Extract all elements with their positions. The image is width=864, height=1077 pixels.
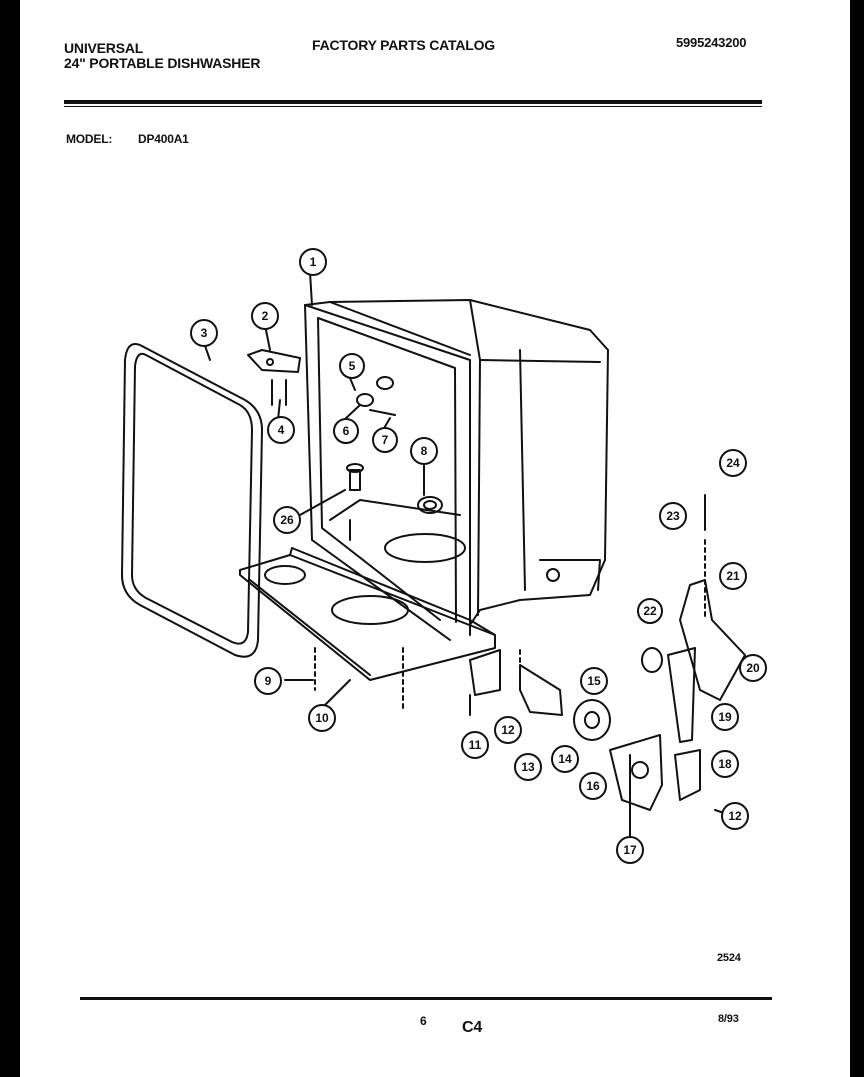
callout-7: 7 — [382, 433, 389, 447]
catalog-title: FACTORY PARTS CATALOG — [312, 37, 495, 53]
footer-rule — [80, 997, 772, 1000]
callout-18: 18 — [718, 757, 732, 771]
callout-23: 23 — [666, 509, 680, 523]
callout-12b: 12 — [728, 809, 742, 823]
callout-3: 3 — [201, 326, 208, 340]
callout-16: 16 — [586, 779, 600, 793]
drawing-number: 2524 — [717, 952, 741, 964]
page-number: 6 — [420, 1014, 427, 1028]
catalog-date: 8/93 — [718, 1013, 739, 1025]
callout-1: 1 — [310, 255, 317, 269]
catalog-number: 5995243200 — [676, 35, 747, 50]
catalog-page — [20, 0, 850, 1077]
callout-2: 2 — [262, 309, 269, 323]
callout-5: 5 — [349, 359, 356, 373]
callout-15: 15 — [587, 674, 601, 688]
callout-10: 10 — [315, 711, 329, 725]
callout-13: 13 — [521, 760, 535, 774]
model-number: DP400A1 — [138, 132, 189, 146]
callout-17: 17 — [623, 843, 637, 857]
header-rule — [64, 100, 762, 104]
callout-9: 9 — [265, 674, 272, 688]
callout-11: 11 — [469, 738, 482, 752]
callout-22: 22 — [643, 604, 657, 618]
brand-name: UNIVERSAL — [64, 40, 144, 56]
callout-4: 4 — [278, 423, 285, 437]
callout-8: 8 — [421, 444, 428, 458]
product-name: 24" PORTABLE DISHWASHER — [64, 55, 261, 71]
callout-24: 24 — [726, 456, 740, 470]
header-rule-thin — [64, 106, 762, 107]
callout-21: 21 — [726, 569, 740, 583]
callout-12: 12 — [501, 723, 515, 737]
callout-19: 19 — [718, 710, 732, 724]
callout-26: 26 — [280, 513, 294, 527]
page-code: C4 — [462, 1019, 483, 1036]
callout-20: 20 — [746, 661, 760, 675]
model-label: MODEL: — [66, 132, 113, 146]
callout-14: 14 — [558, 752, 572, 766]
callout-6: 6 — [343, 424, 350, 438]
